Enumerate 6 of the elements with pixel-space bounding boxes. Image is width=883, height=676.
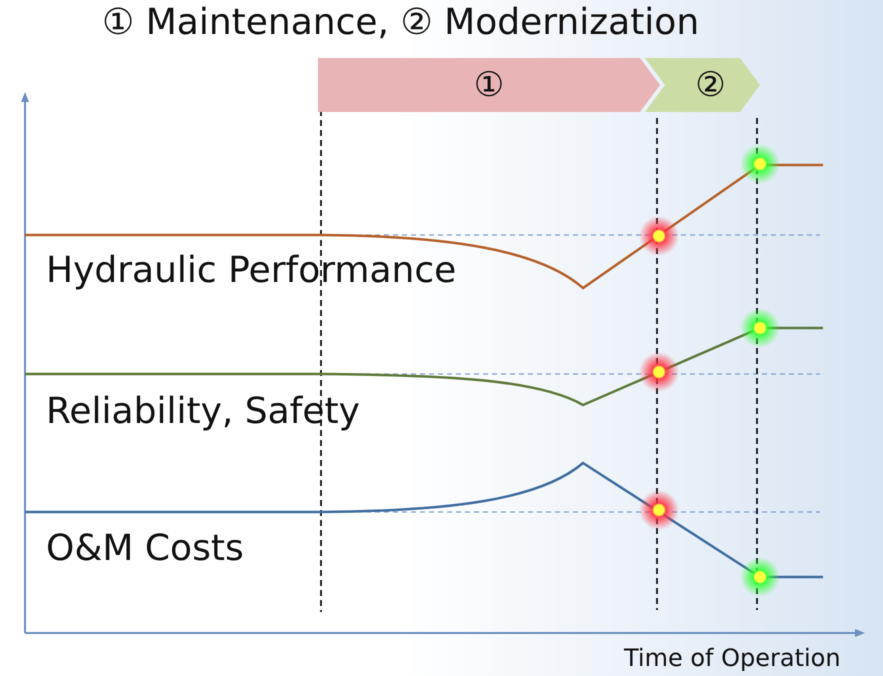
axis-label: Time of Operation bbox=[624, 644, 841, 672]
curve-label: O&M Costs bbox=[46, 528, 244, 569]
chevron-banner: ① bbox=[318, 58, 660, 112]
title: ① Maintenance, ② Modernization bbox=[102, 2, 700, 43]
curve-label: Hydraulic Performance bbox=[46, 250, 456, 291]
curve-label: Reliability, Safety bbox=[46, 391, 360, 432]
